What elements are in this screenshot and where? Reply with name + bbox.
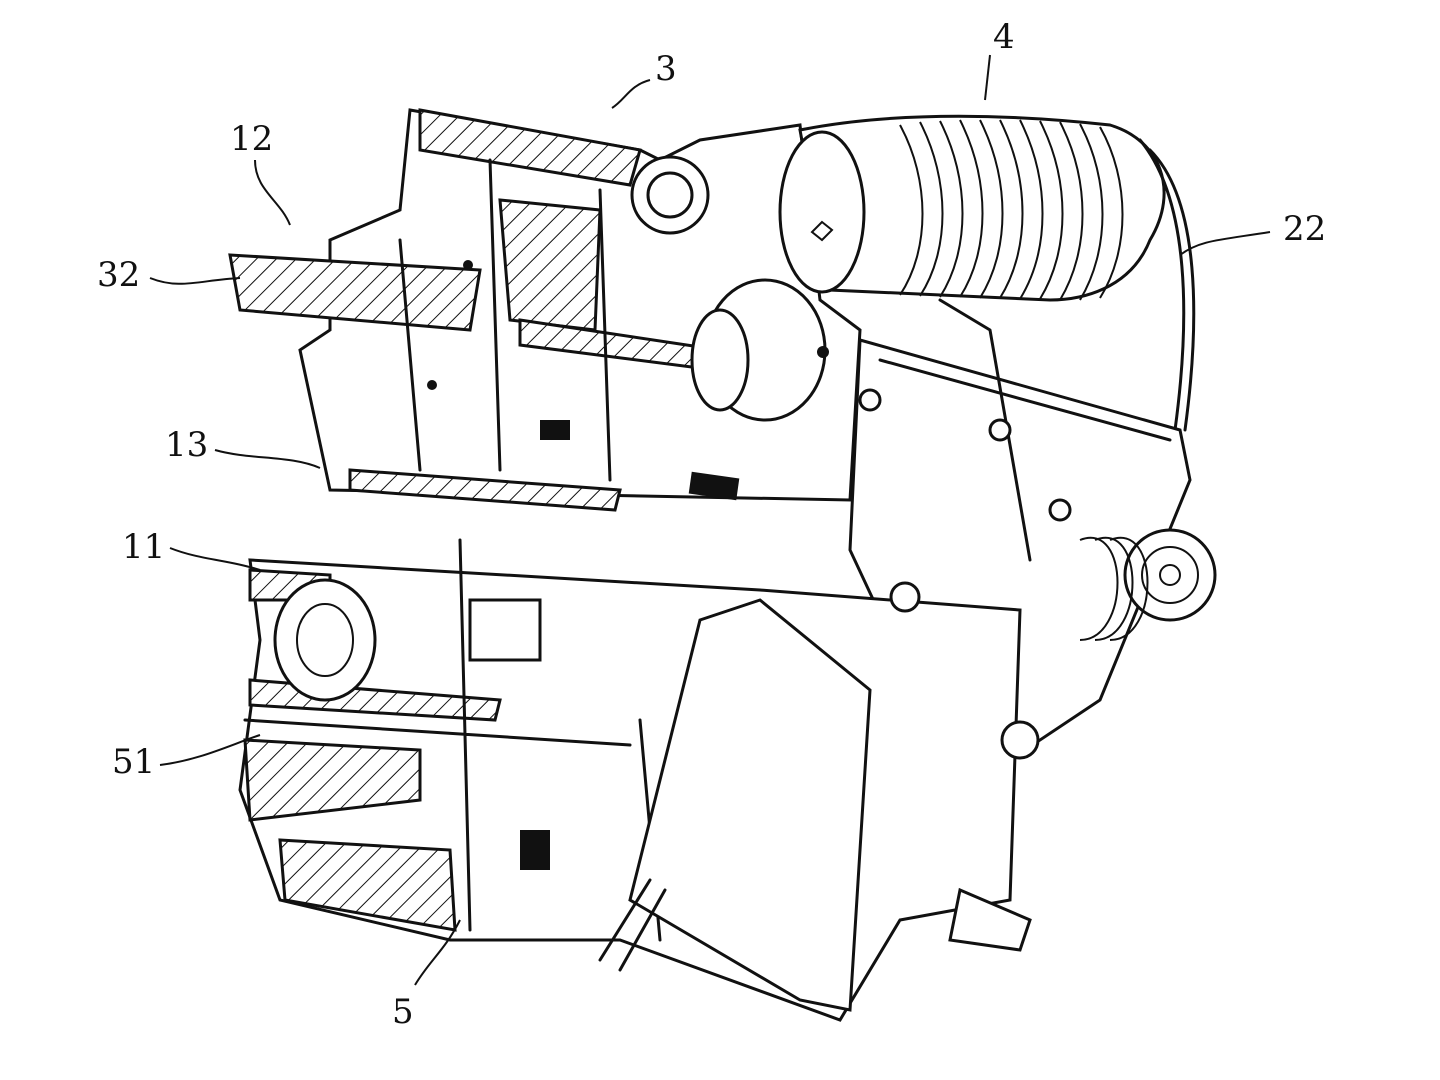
label-13: 13 [165,425,209,465]
label-51: 51 [112,742,156,782]
motor [778,114,1196,432]
leader-22 [1179,231,1271,256]
leader-4 [984,54,991,101]
label-12: 12 [230,119,274,159]
label-5: 5 [392,992,414,1032]
leader-32 [149,277,241,285]
label-4: 4 [993,17,1015,57]
leader-5 [414,919,461,986]
upper-housing [228,108,862,512]
leader-51 [159,734,261,766]
leader-12 [254,159,291,226]
leader-11 [169,547,261,571]
lower-housing [238,538,1040,1022]
label-11: 11 [122,527,166,567]
label-3: 3 [655,49,677,89]
leader-13 [214,449,321,469]
label-32: 32 [97,255,141,295]
leader-lines [149,54,1271,986]
label-22: 22 [1283,209,1327,249]
leader-3 [611,79,651,109]
